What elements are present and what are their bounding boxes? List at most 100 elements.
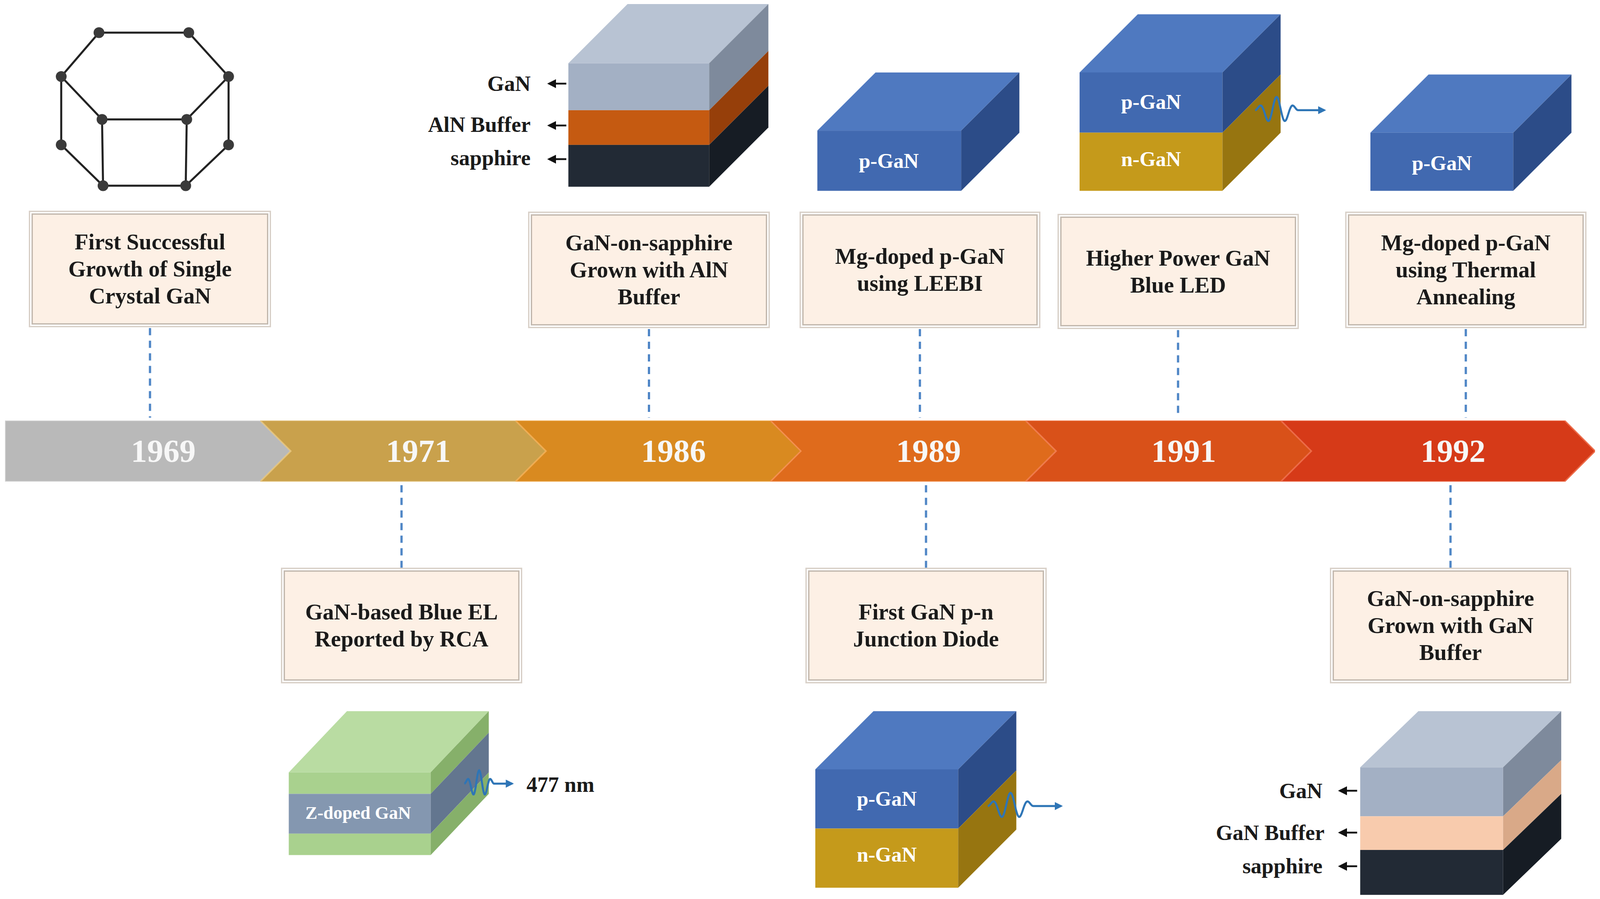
layer-front-face <box>1370 132 1514 191</box>
leader-arrow <box>548 82 567 85</box>
crystal-bond <box>102 119 104 186</box>
year-chevron: 1986 <box>515 420 802 482</box>
year-chevron: 1989 <box>770 420 1057 482</box>
p-gan-block <box>1370 74 1572 191</box>
layer-side-face <box>958 770 1017 888</box>
chevron-fill <box>1025 420 1312 482</box>
crystal-atom <box>93 27 105 39</box>
leader-arrow <box>1339 865 1358 868</box>
pn-led-block <box>1079 14 1281 191</box>
leader-arrow <box>548 158 567 161</box>
crystal-bond <box>188 32 229 77</box>
year-label: 1991 <box>1151 434 1216 468</box>
milestone-text: Mg-doped p-GaN using LEEBI <box>812 242 1028 297</box>
layer-side-face <box>1222 74 1281 191</box>
part-label: 477 nm <box>526 773 595 796</box>
crystal-bond <box>102 118 187 121</box>
dashed-connector <box>1176 329 1180 418</box>
leader-arrow <box>548 124 567 127</box>
milestone-text: GaN-on-sapphire Grown with GaN Buffer <box>1342 584 1559 666</box>
layer-side-face <box>430 772 489 856</box>
chevron-fill <box>515 420 802 482</box>
crystal-bond <box>186 76 229 120</box>
part-label: GaN <box>487 72 531 95</box>
milestone-box: GaN-on-sapphire Grown with GaN Buffer <box>1332 570 1569 681</box>
dashed-connector <box>1449 485 1452 568</box>
gan-on-sapphire-gan-block <box>1360 711 1562 895</box>
dashed-connector <box>149 328 152 418</box>
milestone-box: Higher Power GaN Blue LED <box>1060 216 1297 327</box>
part-label: GaN <box>1279 780 1323 802</box>
layer-label: p-GaN <box>858 150 919 172</box>
layer-label: n-GaN <box>856 844 917 866</box>
crystal-atom <box>55 71 67 82</box>
dashed-connector <box>918 329 922 418</box>
milestone-text: GaN-on-sapphire Grown with AlN Buffer <box>541 229 758 311</box>
milestone-text: Higher Power GaN Blue LED <box>1070 244 1286 299</box>
year-label: 1971 <box>385 434 451 468</box>
milestone-box: Mg-doped p-GaN using LEEBI <box>802 214 1039 326</box>
pn-diode-block <box>815 711 1017 888</box>
milestone-text: Mg-doped p-GaN using Thermal Annealing <box>1358 229 1574 311</box>
emission-wave <box>464 770 513 795</box>
dashed-connector <box>924 485 927 568</box>
layer-side-face <box>709 85 769 187</box>
chevron-fill <box>1280 420 1596 482</box>
dashed-connector <box>647 329 651 418</box>
crystal-atom <box>183 27 195 39</box>
part-label: AlN Buffer <box>428 113 531 136</box>
layer-front-face <box>288 833 431 856</box>
leader-arrow <box>1339 831 1358 834</box>
layer-front-face <box>815 828 959 888</box>
layer-front-face <box>568 63 710 111</box>
crystal-atom <box>97 180 109 192</box>
crystal-atom <box>96 113 108 125</box>
year-chevron: 1969 <box>4 420 291 482</box>
chevron-fill <box>260 420 547 482</box>
crystal-bond <box>99 31 189 34</box>
year-label: 1989 <box>896 434 962 468</box>
layer-front-face <box>815 769 959 829</box>
layer-side-face <box>961 72 1020 191</box>
layer-front-face <box>1360 767 1503 817</box>
part-label: sapphire <box>450 147 531 169</box>
milestone-box: GaN-based Blue EL Reported by RCA <box>283 570 520 681</box>
crystal-bond <box>61 144 104 186</box>
year-chevron: 1971 <box>260 420 547 482</box>
crystal-structure <box>55 27 235 192</box>
layer-label: p-GaN <box>1120 91 1181 113</box>
year-label: 1986 <box>641 434 706 468</box>
layer-front-face <box>1079 132 1223 191</box>
layer-front-face <box>1079 72 1223 133</box>
z-doped-gan-block <box>288 711 489 856</box>
layer-label: Z-doped GaN <box>305 804 412 823</box>
layer-label: p-GaN <box>1411 153 1472 174</box>
emission-wave <box>1255 96 1325 121</box>
p-gan-block <box>817 72 1020 191</box>
part-label: GaN Buffer <box>1215 822 1325 844</box>
layer-front-face <box>568 110 710 145</box>
emission-wave <box>987 792 1062 817</box>
part-label: sapphire <box>1242 855 1323 877</box>
milestone-box: Mg-doped p-GaN using Thermal Annealing <box>1347 214 1584 326</box>
milestone-text: First Successful Growth of Single Crysta… <box>41 228 258 310</box>
chevron-fill <box>4 420 291 482</box>
crystal-bond <box>185 144 229 186</box>
crystal-bond <box>61 32 100 77</box>
layer-label: p-GaN <box>856 788 917 810</box>
year-label: 1992 <box>1420 434 1486 468</box>
crystal-atom <box>181 113 193 125</box>
layer-label: n-GaN <box>1120 149 1181 170</box>
layer-side-face <box>1503 793 1562 895</box>
milestone-box: First Successful Growth of Single Crysta… <box>31 213 269 325</box>
layer-front-face <box>1360 816 1503 850</box>
layer-front-face <box>288 793 431 834</box>
gan-on-sapphire-aln-block <box>568 4 769 187</box>
crystal-atom <box>55 139 67 151</box>
milestone-box: GaN-on-sapphire Grown with AlN Buffer <box>530 214 768 326</box>
layer-front-face <box>288 772 431 795</box>
crystal-bond <box>185 119 187 186</box>
layer-front-face <box>817 130 962 191</box>
dashed-connector <box>1464 329 1467 418</box>
